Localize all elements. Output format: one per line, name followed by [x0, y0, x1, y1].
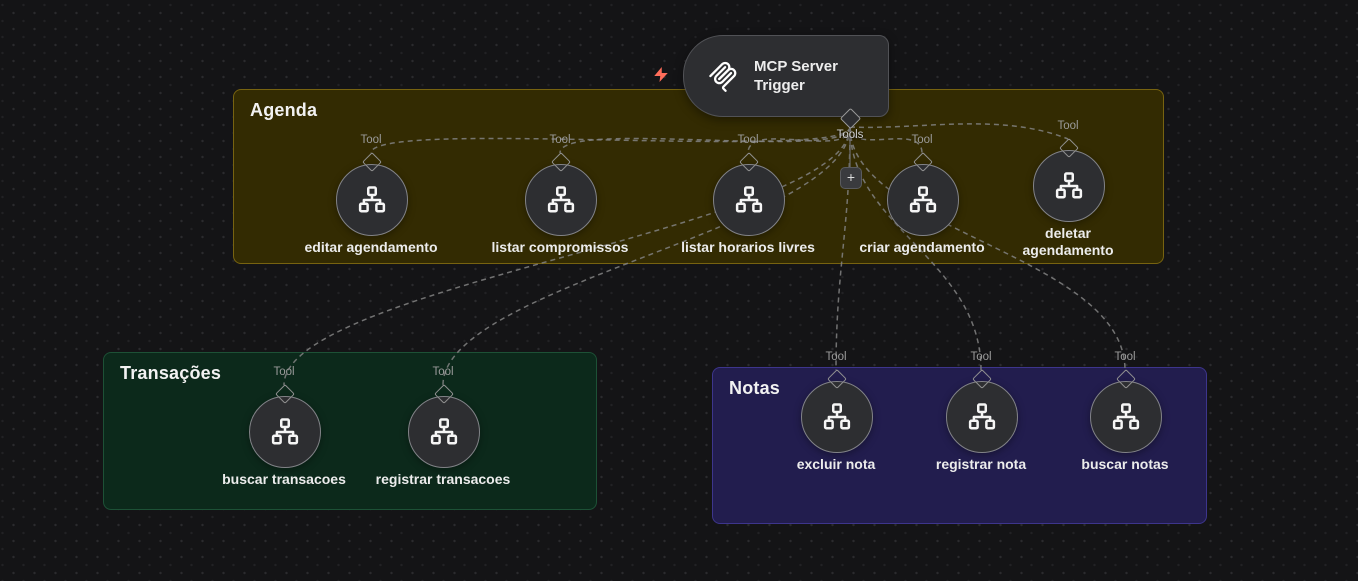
tool-node-circle[interactable]: [801, 381, 873, 453]
sitemap-icon: [547, 186, 575, 213]
tool-port-label: Tool: [549, 134, 571, 146]
tool-node-label: buscar notas: [1081, 456, 1169, 472]
group-notas-title: Notas: [729, 378, 781, 398]
sitemap-icon: [358, 186, 386, 213]
sitemap-icon: [735, 186, 763, 213]
tool-node-label: editar agendamento: [304, 239, 438, 255]
group-agenda-title: Agenda: [250, 100, 318, 120]
tool-node-circle[interactable]: [336, 164, 408, 236]
tool-node-label: listar horarios livres: [681, 239, 815, 255]
sitemap-icon: [430, 418, 458, 445]
sitemap-icon: [968, 403, 996, 430]
tool-node-circle[interactable]: [1090, 381, 1162, 453]
tool-node-circle[interactable]: [249, 396, 321, 468]
tool-node-circle[interactable]: [1033, 150, 1105, 222]
tool-node-label: deletar agendamento: [1022, 225, 1114, 258]
tool-node-circle[interactable]: [525, 164, 597, 236]
tool-port-label: Tool: [432, 366, 454, 378]
tool-port-label: Tool: [1114, 351, 1136, 363]
tool-node-label: registrar transacoes: [375, 471, 511, 487]
sitemap-icon: [1112, 403, 1140, 430]
tool-node-label: buscar transacoes: [222, 471, 346, 487]
mcp-logo-icon: [706, 59, 740, 93]
sitemap-icon: [1055, 172, 1083, 199]
tool-node-label: listar compromissos: [491, 239, 629, 255]
tool-node-circle[interactable]: [887, 164, 959, 236]
tool-port-label: Tool: [737, 134, 759, 146]
mcp-server-trigger-node[interactable]: MCP Server Trigger: [683, 35, 889, 117]
sitemap-icon: [271, 418, 299, 445]
sitemap-icon: [823, 403, 851, 430]
tool-node-label: registrar nota: [935, 456, 1027, 472]
tool-port-label: Tool: [1057, 120, 1079, 132]
trigger-node-label: MCP Server Trigger: [754, 57, 838, 94]
sitemap-icon: [909, 186, 937, 213]
tool-node-label: criar agendamento: [859, 239, 985, 255]
lightning-bolt-icon: [652, 65, 670, 84]
tools-port-label: Tools: [836, 129, 864, 141]
tool-node-label: excluir nota: [796, 456, 876, 472]
tool-port-label: Tool: [360, 134, 382, 146]
tool-node-circle[interactable]: [946, 381, 1018, 453]
group-transacoes-title: Transações: [120, 363, 222, 383]
add-tool-button[interactable]: +: [840, 167, 862, 189]
tool-node-circle[interactable]: [713, 164, 785, 236]
tool-node-circle[interactable]: [408, 396, 480, 468]
tool-port-label: Tool: [273, 366, 295, 378]
